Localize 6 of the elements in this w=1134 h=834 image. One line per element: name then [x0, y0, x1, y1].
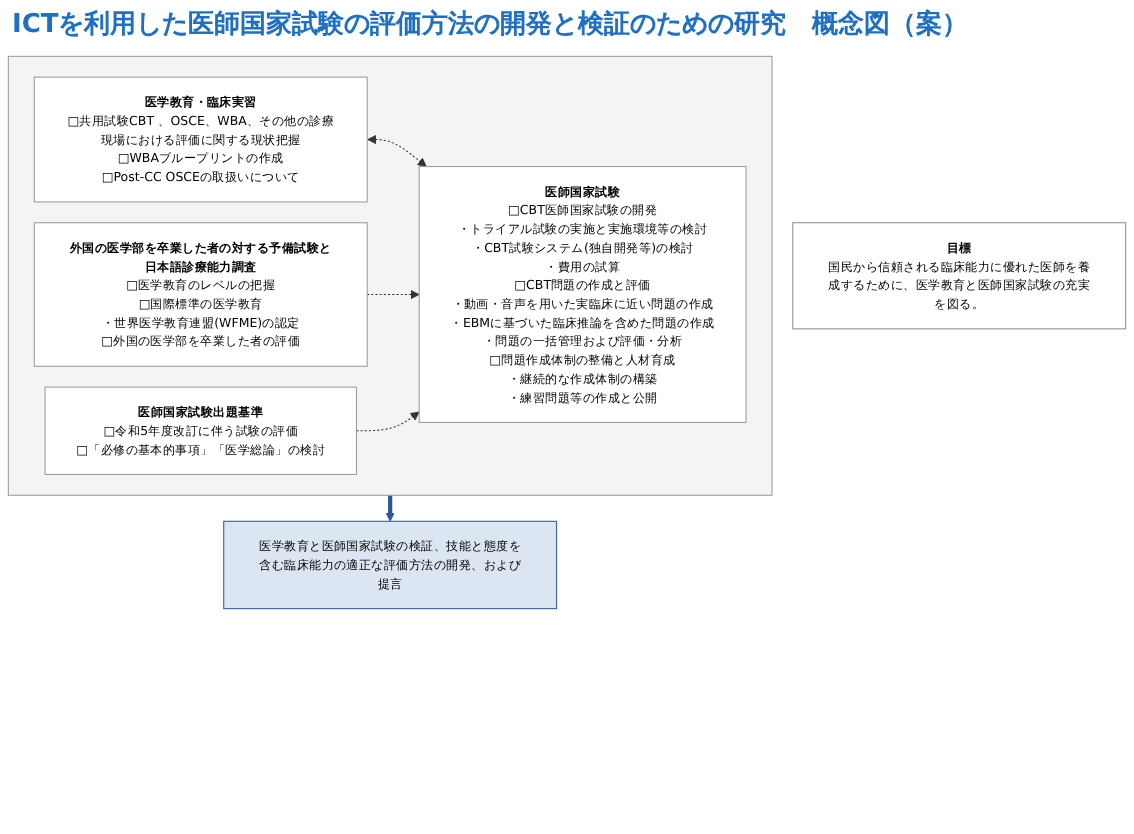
cluster: [7, 55, 773, 496]
arrow: [367, 134, 427, 167]
arrow: [385, 495, 395, 522]
diagram-title: ICTを利用した医師国家試験の評価方法の開発と検証のための研究 概念図（案）: [10, 7, 971, 44]
arrow: [355, 411, 420, 432]
arrow: [366, 289, 420, 300]
